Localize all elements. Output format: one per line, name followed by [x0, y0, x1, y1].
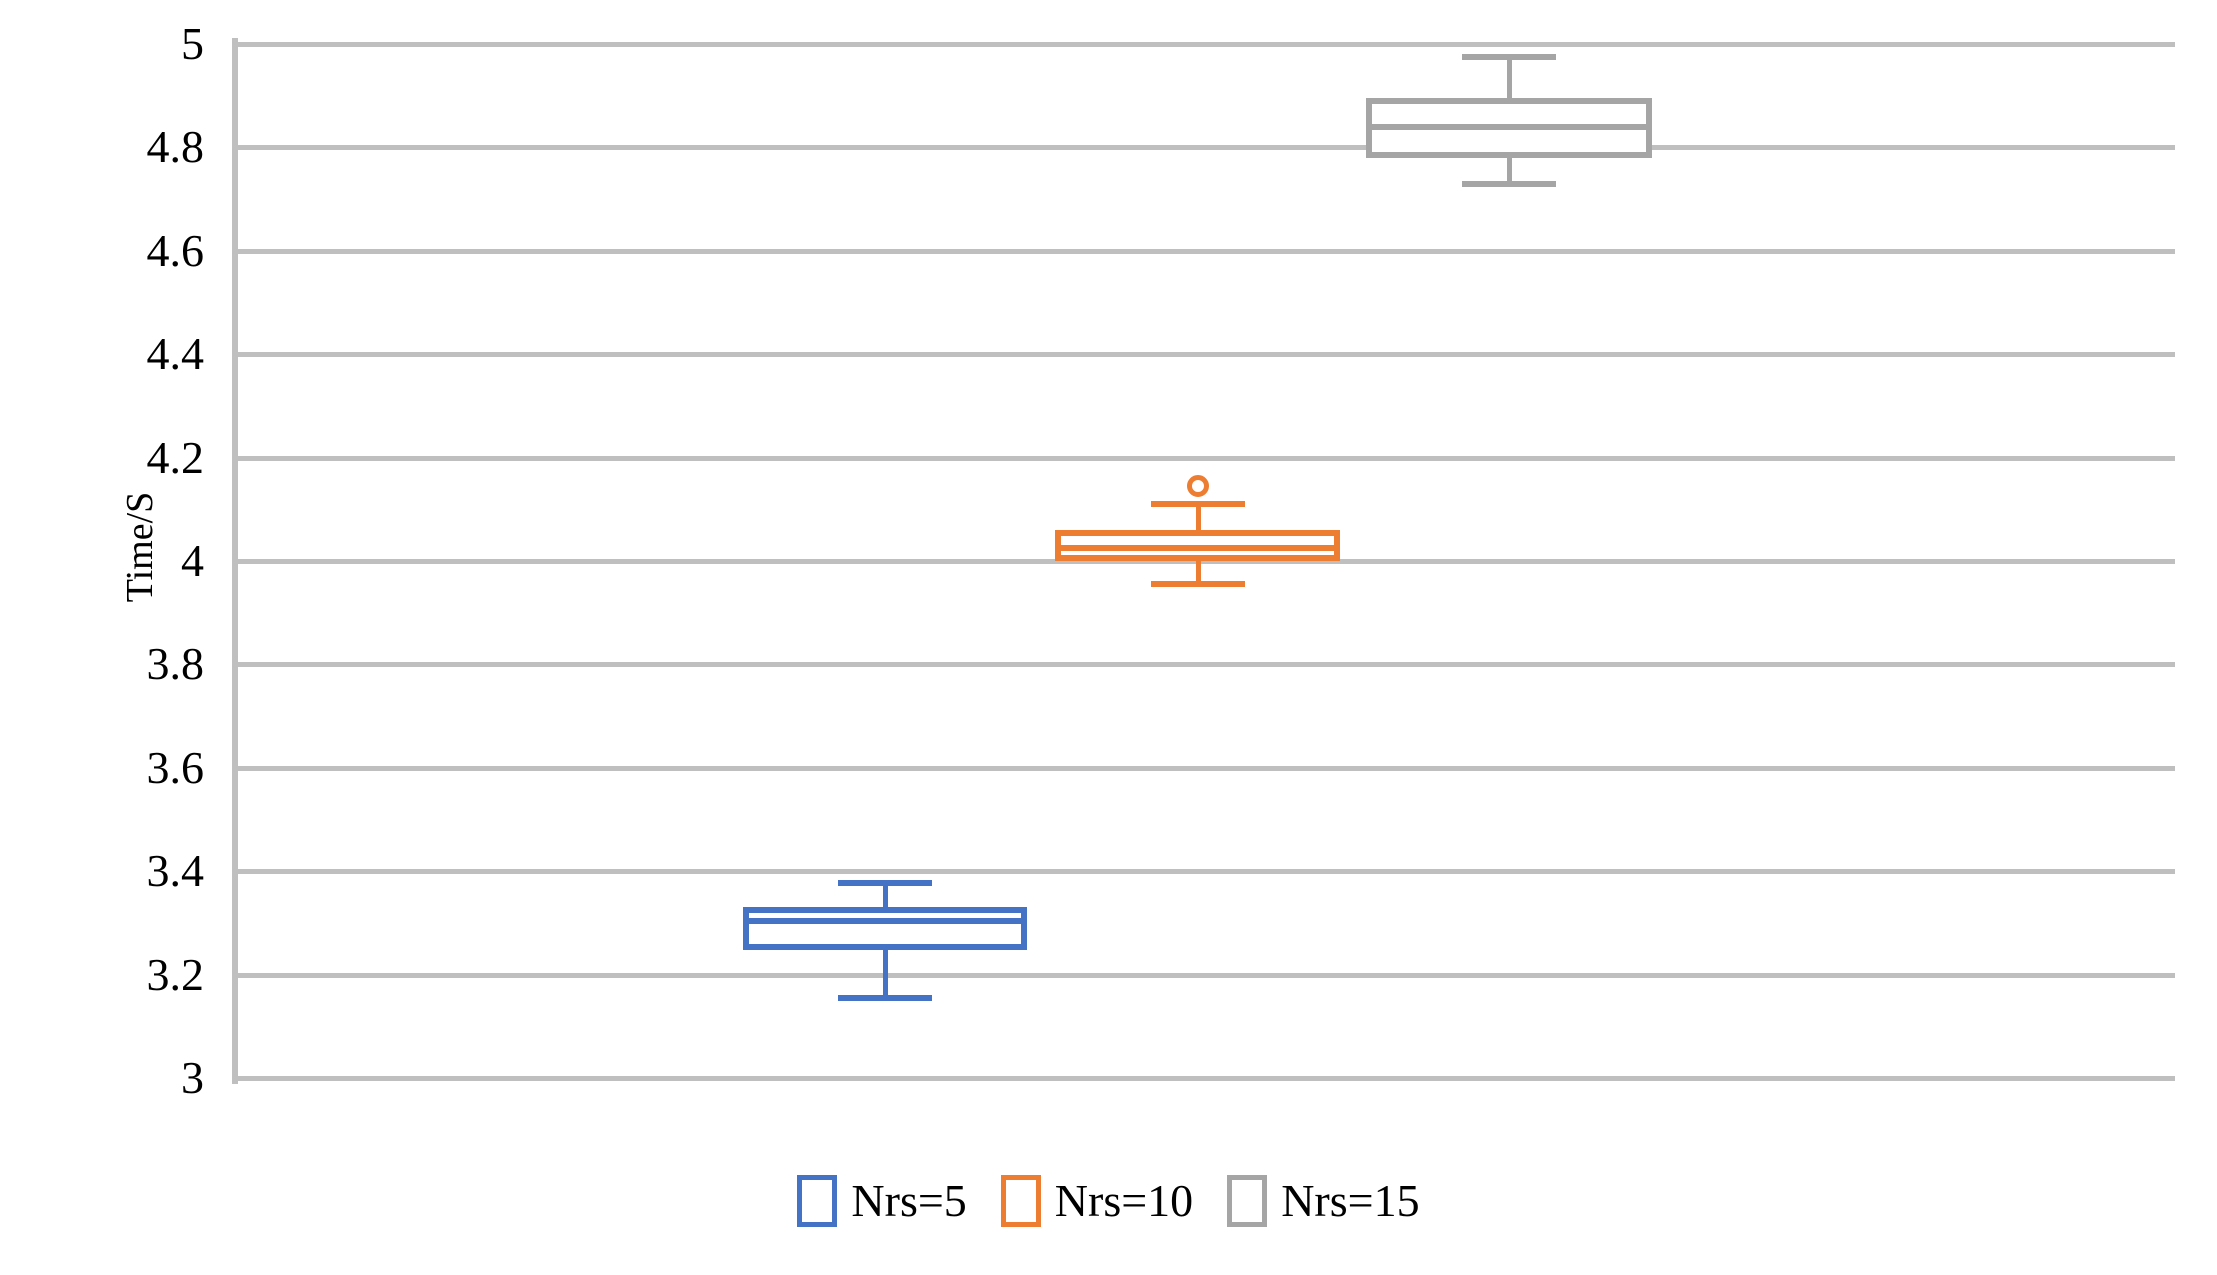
upper-whisker-line	[883, 883, 888, 907]
median-line	[1055, 545, 1340, 552]
gridline	[238, 42, 2175, 47]
gridline	[238, 972, 2175, 978]
gridline	[238, 352, 2175, 358]
lower-whisker-cap	[1462, 180, 1556, 187]
lower-whisker-line	[1196, 561, 1201, 585]
lower-whisker-cap	[838, 994, 932, 1001]
y-tick-label: 4.2	[146, 431, 205, 483]
median-line	[743, 917, 1027, 924]
lower-whisker-line	[1507, 157, 1512, 184]
y-tick-label: 4.4	[146, 328, 205, 380]
legend-swatch-icon	[1227, 1175, 1268, 1227]
y-axis-line	[232, 38, 238, 1084]
legend-label: Nrs=10	[1054, 1175, 1194, 1226]
upper-whisker-cap	[1462, 53, 1556, 60]
box-plot-series[interactable]	[238, 44, 2175, 1078]
gridline	[238, 455, 2175, 461]
outlier-point[interactable]	[1187, 475, 1209, 498]
y-tick-label: 3.2	[146, 948, 205, 1000]
upper-whisker-line	[1196, 504, 1201, 530]
upper-whisker-cap	[1151, 501, 1245, 508]
gridline	[238, 559, 2175, 564]
legend-swatch-icon	[797, 1175, 838, 1227]
legend-swatch-icon	[1000, 1175, 1041, 1227]
chart-legend: Nrs=5 Nrs=10 Nrs=15	[0, 1175, 2217, 1227]
gridline	[238, 662, 2175, 668]
legend-item[interactable]: Nrs=5	[797, 1175, 967, 1227]
plot-area	[232, 38, 2175, 1084]
legend-item[interactable]: Nrs=15	[1227, 1175, 1420, 1227]
y-tick-label: 3.6	[146, 741, 205, 793]
y-tick-label: 4	[181, 535, 204, 586]
box-plot-series[interactable]	[238, 44, 2175, 1078]
lower-whisker-line	[883, 950, 888, 998]
gridline	[238, 1076, 2175, 1081]
y-tick-label: 4.8	[146, 121, 205, 173]
y-tick-label: 3	[181, 1052, 204, 1103]
gridline	[238, 248, 2175, 254]
upper-whisker-line	[1507, 56, 1512, 99]
gridline	[238, 145, 2175, 151]
upper-whisker-cap	[838, 880, 932, 887]
y-tick-label: 3.4	[146, 845, 205, 897]
gridline	[238, 765, 2175, 771]
y-tick-label: 4.6	[146, 224, 205, 276]
y-tick-label: 3.8	[146, 638, 205, 690]
legend-item[interactable]: Nrs=10	[1000, 1175, 1194, 1227]
legend-label: Nrs=5	[851, 1175, 967, 1226]
median-line	[1366, 123, 1652, 130]
box-plot-series[interactable]	[238, 44, 2175, 1078]
gridline	[238, 869, 2175, 875]
legend-label: Nrs=15	[1281, 1175, 1420, 1226]
lower-whisker-cap	[1151, 581, 1245, 588]
y-tick-label: 5	[181, 18, 204, 69]
box-rect[interactable]	[743, 906, 1027, 951]
y-axis-tick-labels: 5 4.8 4.6 4.4 4.2 4 3.8 3.6 3.4 3.2 3	[60, 0, 218, 1275]
